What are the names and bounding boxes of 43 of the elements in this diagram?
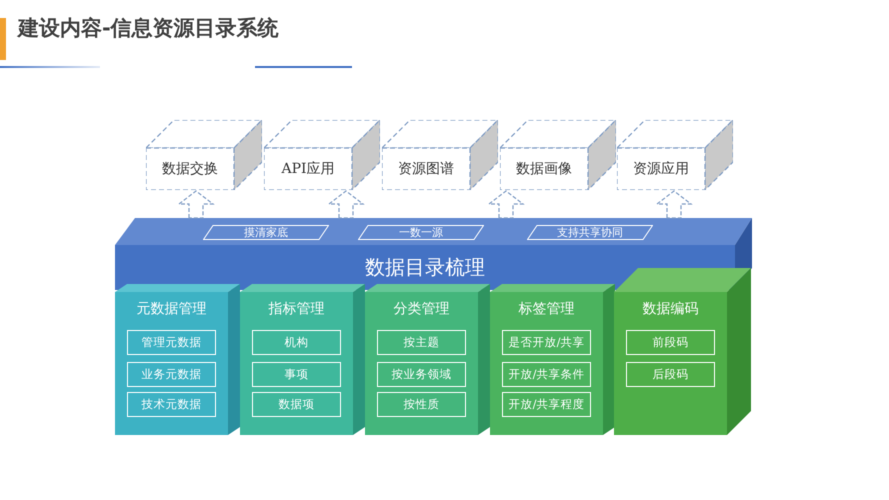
column-block <box>365 284 490 435</box>
column-heading: 分类管理 <box>392 300 450 319</box>
parallelogram-label: 一数一源 <box>358 225 484 240</box>
item-label: 开放/共享程度 <box>502 392 591 417</box>
dashed-cube <box>617 120 733 190</box>
item-label: 机构 <box>252 330 341 355</box>
column-block <box>240 284 365 435</box>
item-label: 前段码 <box>626 330 715 355</box>
hollow-arrow <box>487 190 525 219</box>
column-heading: 元数据管理 <box>136 300 208 319</box>
column-heading: 指标管理 <box>268 300 326 319</box>
item-label: 数据项 <box>252 392 341 417</box>
cube-label: 资源应用 <box>632 160 690 179</box>
item-label: 后段码 <box>626 362 715 387</box>
cube-label: 数据画像 <box>515 160 573 179</box>
dashed-cube <box>264 120 380 190</box>
item-label: 管理元数据 <box>127 330 216 355</box>
item-label: 开放/共享条件 <box>502 362 591 387</box>
cube-label: 数据交换 <box>161 160 219 179</box>
dashed-cube <box>382 120 498 190</box>
dashed-cube <box>500 120 616 190</box>
column-block <box>490 284 615 435</box>
item-label: 事项 <box>252 362 341 387</box>
item-label: 按主题 <box>377 330 466 355</box>
column-heading: 数据编码 <box>642 300 700 319</box>
column-block <box>614 268 751 435</box>
cube-label: 资源图谱 <box>397 160 455 179</box>
parallelogram-label: 支持共享协同 <box>527 225 653 240</box>
parallelogram-label: 摸清家底 <box>203 225 329 240</box>
dashed-cube <box>146 120 262 190</box>
item-label: 按业务领域 <box>377 362 466 387</box>
title: 建设内容-信息资源目录系统 <box>18 15 279 42</box>
platform-label: 数据目录梳理 <box>364 254 486 281</box>
hollow-arrow <box>327 190 365 219</box>
cube-label: API应用 <box>280 160 336 179</box>
hollow-arrow <box>177 190 215 219</box>
item-label: 按性质 <box>377 392 466 417</box>
column-block <box>115 284 240 435</box>
item-label: 是否开放/共享 <box>502 330 591 355</box>
item-label: 业务元数据 <box>127 362 216 387</box>
item-label: 技术元数据 <box>127 392 216 417</box>
column-heading: 标签管理 <box>518 300 576 319</box>
hollow-arrow <box>655 190 693 219</box>
